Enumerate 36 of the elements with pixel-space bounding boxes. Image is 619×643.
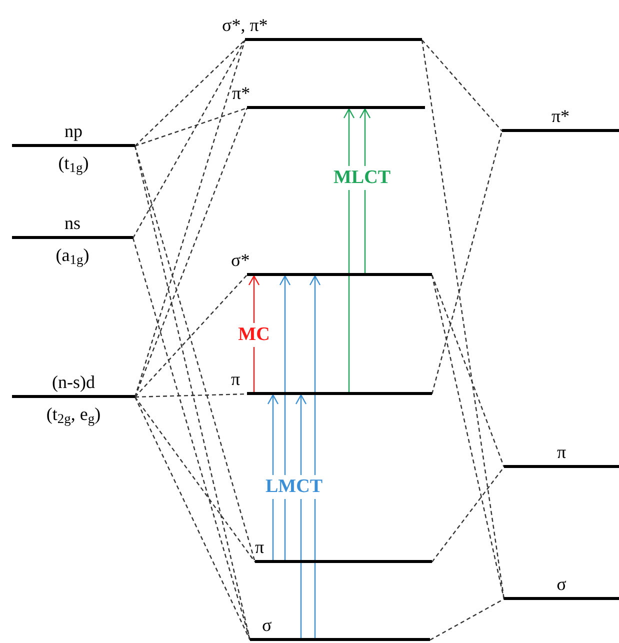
transition-arrow xyxy=(279,275,291,560)
level-label: π* xyxy=(232,82,252,104)
correlation-line xyxy=(421,40,505,600)
level-label: π xyxy=(556,441,568,463)
symmetry-label: (t$_{1g}$) xyxy=(57,152,90,175)
correlation-line xyxy=(134,40,246,146)
level-label: π* xyxy=(550,105,571,127)
correlation-line xyxy=(134,396,251,640)
correlation-line xyxy=(134,40,246,398)
correlation-line xyxy=(132,40,246,238)
level-label: (n-s)d xyxy=(51,371,96,393)
level-label: π xyxy=(231,368,242,390)
transition-arrow xyxy=(309,275,321,638)
correlation-line xyxy=(134,107,248,147)
correlation-line xyxy=(430,598,504,641)
correlation-line xyxy=(132,238,251,640)
correlation-line xyxy=(134,146,256,562)
correlation-line xyxy=(134,274,248,398)
level-label: σ xyxy=(556,573,568,595)
symmetry-label: (t$_{2g}$, e$_{g}$) xyxy=(45,403,102,426)
transition-arrow xyxy=(343,108,355,392)
level-label: σ*, π* xyxy=(222,14,269,36)
correlation-line xyxy=(431,274,505,600)
correlation-line xyxy=(134,108,248,398)
level-label: π xyxy=(255,536,266,558)
level-label: σ* xyxy=(231,249,251,271)
level-label: σ xyxy=(262,614,273,636)
correlation-line xyxy=(431,274,505,468)
correlation-line xyxy=(432,466,504,562)
symmetry-label: (a$_{1g}$) xyxy=(54,244,90,267)
transition-arrow xyxy=(295,394,307,638)
level-label: ns xyxy=(63,212,82,234)
correlation-line xyxy=(134,396,256,562)
correlation-line xyxy=(422,40,502,132)
correlation-line xyxy=(431,130,503,394)
level-label: np xyxy=(64,120,84,142)
